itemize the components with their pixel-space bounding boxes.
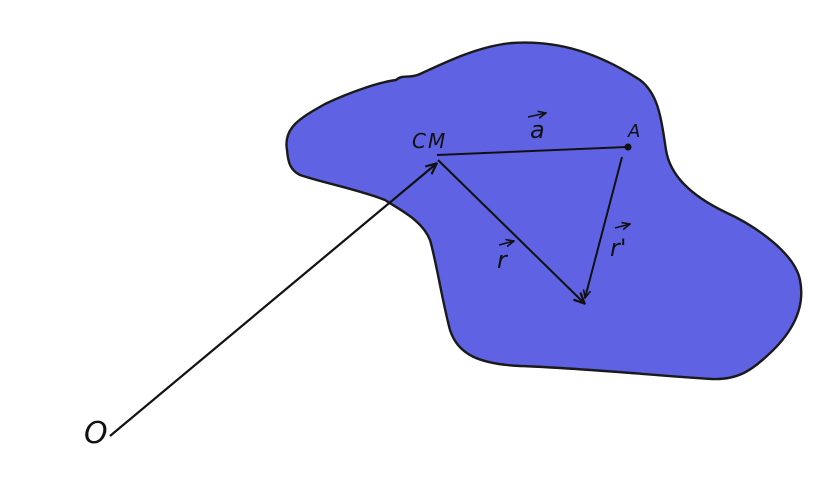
vector-a-label: a	[527, 113, 546, 144]
point-a-label: A	[627, 121, 640, 142]
vector-r-prime-line	[585, 156, 623, 298]
origin-label: O	[84, 416, 108, 451]
point-a-dot	[624, 143, 632, 151]
vector-r-line	[437, 159, 584, 303]
vector-a-text: a	[530, 116, 545, 144]
vector-r-prime-text: r'	[610, 234, 626, 262]
vector-r-label: r	[497, 241, 514, 274]
vector-r-prime-label: r'	[610, 224, 630, 262]
rigid-body-shape	[285, 41, 803, 381]
center-of-mass-label: CM	[412, 129, 447, 153]
vector-a-line	[436, 146, 628, 156]
vector-r-text: r	[497, 246, 509, 274]
vector-origin-to-cm	[109, 164, 436, 437]
